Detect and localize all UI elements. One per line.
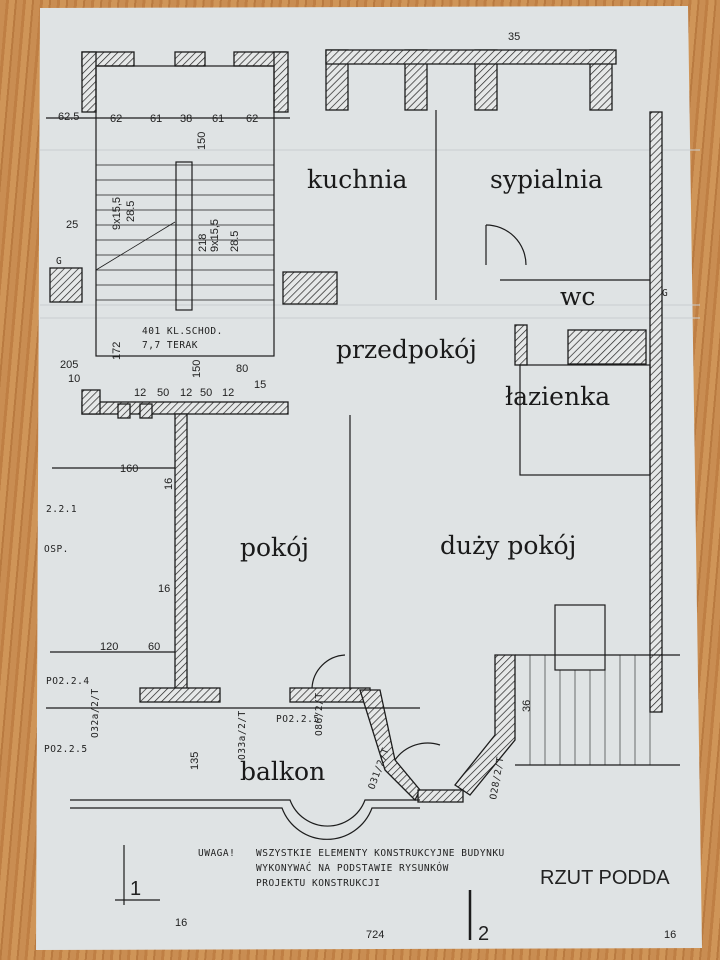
svg-text:62: 62 (110, 113, 122, 125)
svg-text:16: 16 (158, 583, 170, 595)
svg-text:12: 12 (180, 387, 192, 399)
svg-text:62: 62 (246, 113, 258, 125)
svg-text:10: 10 (68, 373, 80, 385)
svg-text:O86/2/T: O86/2/T (314, 692, 325, 736)
svg-text:16: 16 (163, 478, 175, 490)
svg-text:9x15,5: 9x15,5 (209, 219, 221, 252)
svg-text:O33a/2/T: O33a/2/T (237, 710, 248, 760)
svg-text:135: 135 (189, 752, 201, 770)
paper-sheet (36, 6, 702, 950)
room-label-wc: wc (560, 282, 595, 311)
svg-text:PO2.2.5: PO2.2.5 (276, 714, 320, 725)
walls (49, 49, 663, 803)
scan-streaks (40, 149, 700, 319)
svg-text:O32a/2/T: O32a/2/T (90, 688, 101, 738)
svg-text:35: 35 (508, 31, 520, 43)
svg-text:28.5: 28.5 (125, 201, 137, 222)
svg-text:25: 25 (66, 219, 78, 231)
svg-text:12: 12 (134, 387, 146, 399)
svg-text:PROJEKTU KONSTRUKCJI: PROJEKTU KONSTRUKCJI (256, 878, 380, 889)
dimension-labels: 62.5 62 61 38 61 62 150 9x15,5 28.5 9x15… (58, 31, 533, 770)
bottom-mark-center: 724 (366, 929, 384, 941)
svg-text:218: 218 (197, 234, 209, 252)
svg-text:80: 80 (236, 363, 248, 375)
axis-marker-1: 1 (130, 878, 141, 900)
svg-text:9x15,5: 9x15,5 (111, 197, 123, 230)
drawing-title: RZUT PODDA (540, 867, 670, 889)
room-label-balcony: balkon (240, 757, 325, 786)
svg-text:OSP.: OSP. (44, 544, 69, 555)
svg-text:50: 50 (200, 387, 212, 399)
svg-text:61: 61 (150, 113, 162, 125)
svg-text:15: 15 (254, 379, 266, 391)
room-label-bathroom: łazienka (505, 382, 610, 411)
room-label-living-room: duży pokój (440, 531, 576, 560)
svg-text:401 KL.SCHOD.: 401 KL.SCHOD. (142, 326, 223, 337)
svg-text:150: 150 (191, 360, 203, 378)
svg-text:62.5: 62.5 (58, 111, 79, 123)
svg-text:PO2.2.5: PO2.2.5 (44, 744, 88, 755)
svg-text:WYKONYWAĆ NA PODSTAWIE RYSUNKÓ: WYKONYWAĆ NA PODSTAWIE RYSUNKÓW (256, 862, 449, 874)
svg-text:120: 120 (100, 641, 118, 653)
bottom-mark-left: 16 (175, 917, 187, 929)
svg-text:172: 172 (111, 342, 123, 360)
svg-text:G: G (56, 256, 62, 267)
svg-text:36: 36 (521, 700, 533, 712)
svg-text:WSZYSTKIE ELEMENTY KONSTRUKCYJ: WSZYSTKIE ELEMENTY KONSTRUKCYJNE BUDYNKU (256, 848, 505, 859)
svg-text:12: 12 (222, 387, 234, 399)
construction-note: UWAGA! WSZYSTKIE ELEMENTY KONSTRUKCYJNE … (198, 848, 505, 889)
svg-text:28.5: 28.5 (229, 231, 241, 252)
svg-text:160: 160 (120, 463, 138, 475)
room-label-hall: przedpokój (336, 335, 477, 364)
svg-text:38: 38 (180, 113, 192, 125)
room-label-bedroom: sypialnia (490, 165, 603, 194)
bottom-mark-right: 16 (664, 929, 676, 941)
svg-text:UWAGA!: UWAGA! (198, 848, 235, 859)
axis-marker-2: 2 (478, 923, 489, 945)
svg-text:150: 150 (196, 132, 208, 150)
svg-text:61: 61 (212, 113, 224, 125)
svg-text:PO2.2.4: PO2.2.4 (46, 676, 90, 687)
svg-text:7,7 TERAK: 7,7 TERAK (142, 340, 198, 351)
svg-text:50: 50 (157, 387, 169, 399)
svg-text:205: 205 (60, 359, 78, 371)
thin-lines (46, 65, 680, 940)
svg-text:60: 60 (148, 641, 160, 653)
svg-text:2.2.1: 2.2.1 (46, 504, 77, 515)
svg-text:G: G (662, 288, 668, 299)
room-label-room: pokój (240, 533, 309, 562)
room-label-kitchen: kuchnia (307, 165, 407, 194)
